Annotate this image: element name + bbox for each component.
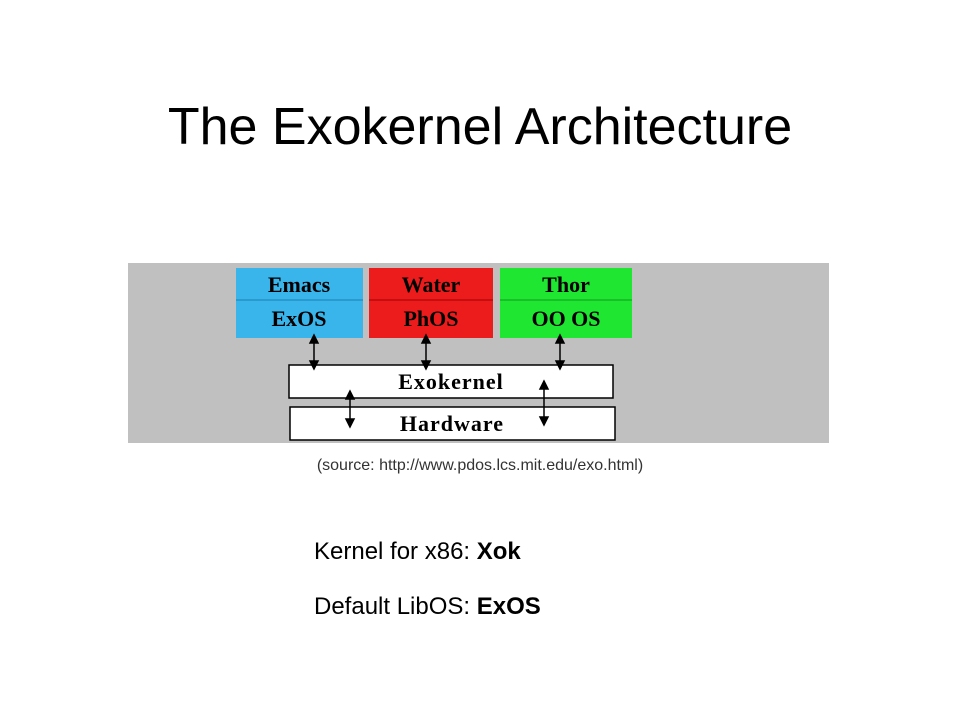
hardware-label: Hardware	[400, 411, 504, 436]
arrow-water-to-exokernel	[420, 333, 432, 371]
hardware-box	[289, 406, 616, 441]
phos-libos-label: PhOS	[403, 306, 458, 331]
fact-label: Default LibOS:	[314, 593, 471, 620]
arrow-exokernel-to-hardware-right	[538, 379, 550, 427]
facts-list: Kernel for x86: Xok Default LibOS: ExOS	[314, 535, 541, 645]
fact-label: Kernel for x86:	[314, 538, 471, 565]
water-app-label: Water	[402, 272, 461, 297]
fact-default-libos: Default LibOS: ExOS	[314, 590, 541, 624]
exokernel-label: Exokernel	[398, 369, 504, 394]
arrow-exokernel-to-hardware-left	[344, 389, 356, 429]
exokernel-box	[288, 364, 614, 399]
fact-value: Xok	[476, 538, 521, 565]
thor-app-box	[500, 268, 632, 338]
fact-kernel-x86: Kernel for x86: Xok	[314, 535, 541, 569]
thor-app-label: Thor	[542, 272, 590, 297]
oo-os-libos-label: OO OS	[531, 306, 600, 331]
fact-value: ExOS	[476, 593, 541, 620]
exos-libos-label: ExOS	[271, 306, 326, 331]
emacs-app-label: Emacs	[268, 272, 331, 297]
arrow-thor-to-exokernel	[554, 333, 566, 371]
source-citation: (source: http://www.pdos.lcs.mit.edu/exo…	[316, 457, 644, 474]
emacs-app-box	[236, 268, 363, 338]
water-app-box	[369, 268, 493, 338]
slide-title: The Exokernel Architecture	[167, 98, 793, 156]
arrow-emacs-to-exokernel	[308, 333, 320, 371]
exokernel-diagram: Emacs ExOS Water PhOS Thor OO OS Exokern…	[128, 263, 829, 443]
